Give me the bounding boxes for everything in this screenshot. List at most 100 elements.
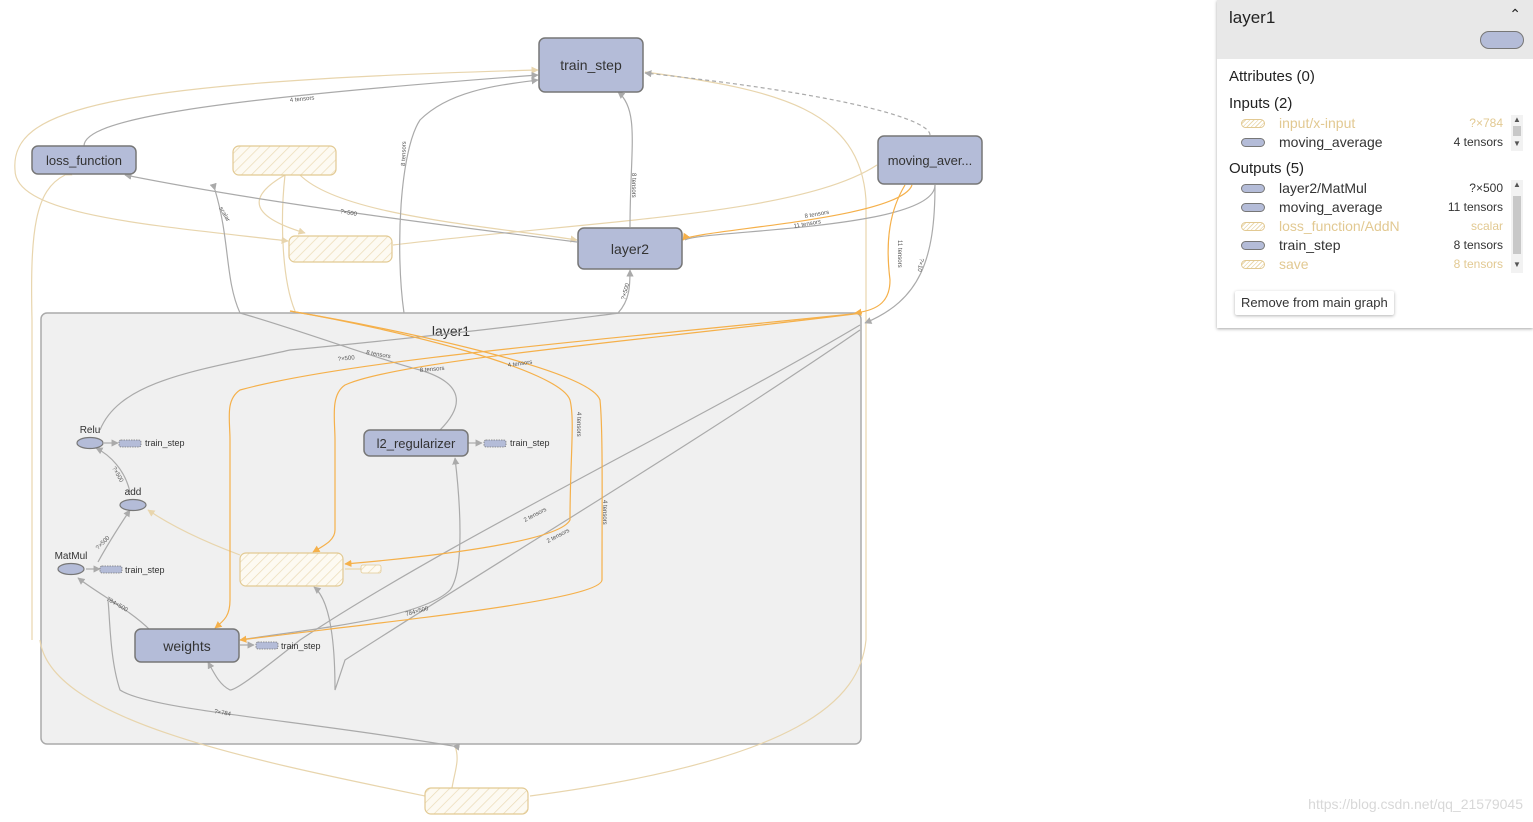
node-weights[interactable]: weights xyxy=(134,628,240,663)
stub-label: train_step xyxy=(281,641,321,651)
scroll-down-icon[interactable]: ▼ xyxy=(1513,260,1521,269)
hatched-node-bottom[interactable] xyxy=(424,787,529,815)
node-label: l2_regularizer xyxy=(377,436,456,451)
edge-label: 4 tensors xyxy=(507,360,532,369)
edge xyxy=(258,174,306,235)
edge-label: 8 tensors xyxy=(804,210,829,220)
edge xyxy=(95,447,131,493)
node-relu[interactable]: Relu xyxy=(76,425,104,450)
output-item[interactable]: loss_function/AddN scalar xyxy=(1241,218,1503,237)
node-train-step[interactable]: train_step xyxy=(538,37,644,93)
node-label: add xyxy=(125,487,142,498)
input-size: ?×784 xyxy=(1469,116,1503,130)
edge xyxy=(644,71,867,640)
watermark: https://blog.csdn.net/qq_21579045 xyxy=(1308,796,1523,812)
edge xyxy=(39,639,426,797)
node-layer2[interactable]: layer2 xyxy=(577,227,683,270)
output-name: moving_average xyxy=(1279,199,1383,215)
panel-header: layer1 ⌃ xyxy=(1217,0,1533,59)
outputs-heading[interactable]: Outputs (5) xyxy=(1229,160,1305,177)
control-stub-relu[interactable]: train_step xyxy=(118,438,185,448)
output-name: layer2/MatMul xyxy=(1279,180,1367,196)
output-item[interactable]: train_step 8 tensors xyxy=(1241,237,1503,256)
scroll-down-icon[interactable]: ▼ xyxy=(1513,139,1521,148)
output-item[interactable]: layer2/MatMul ?×500 xyxy=(1241,180,1503,199)
hatched-node-input[interactable] xyxy=(232,145,337,176)
edge xyxy=(147,509,241,556)
remove-from-main-graph-button[interactable]: Remove from main graph xyxy=(1235,291,1394,315)
node-label: loss_function xyxy=(46,153,122,168)
input-name: moving_average xyxy=(1279,134,1383,150)
edge-label: 8 tensors xyxy=(630,173,636,198)
edge xyxy=(31,168,73,640)
output-item[interactable]: save 8 tensors xyxy=(1241,256,1503,275)
node-loss-function[interactable]: loss_function xyxy=(31,145,137,175)
edge xyxy=(214,312,863,629)
input-size: 4 tensors xyxy=(1453,135,1503,149)
attributes-heading[interactable]: Attributes (0) xyxy=(1229,68,1315,85)
op-node-icon xyxy=(1241,203,1265,212)
panel-title: layer1 xyxy=(1229,8,1276,27)
edge-label: ?×500 xyxy=(621,282,631,300)
edge xyxy=(392,164,878,246)
scroll-up-icon[interactable]: ▲ xyxy=(1513,180,1521,189)
input-item[interactable]: input/x-input ?×784 xyxy=(1241,115,1503,134)
output-size: 11 tensors xyxy=(1447,200,1503,214)
edge xyxy=(529,639,867,797)
stub-label: train_step xyxy=(125,565,165,575)
node-add[interactable]: add xyxy=(119,487,147,512)
edge xyxy=(682,184,913,241)
edge xyxy=(312,312,863,553)
edge xyxy=(207,324,861,691)
scroll-thumb[interactable] xyxy=(1513,196,1521,254)
layer1-group[interactable]: layer1 xyxy=(40,312,862,745)
output-name: save xyxy=(1279,256,1309,272)
control-stub-l2[interactable]: train_step xyxy=(483,438,550,448)
input-item[interactable]: moving_average 4 tensors xyxy=(1241,134,1503,153)
hatched-node-save[interactable] xyxy=(288,235,393,263)
node-label: Relu xyxy=(80,425,101,436)
graph-edges xyxy=(14,66,936,797)
output-size: 8 tensors xyxy=(1453,238,1503,252)
node-label: layer2 xyxy=(611,241,649,257)
edge xyxy=(399,77,539,314)
output-name: train_step xyxy=(1279,237,1341,253)
output-item[interactable]: moving_average 11 tensors xyxy=(1241,199,1503,218)
hatched-node-icon xyxy=(1241,222,1265,231)
node-label: MatMul xyxy=(55,551,88,562)
edge xyxy=(14,66,539,171)
control-stub-matmul[interactable]: train_step xyxy=(99,565,165,575)
hatched-node-layer1-inner[interactable] xyxy=(239,552,344,587)
control-stub-weights[interactable]: train_step xyxy=(255,641,321,651)
edge-label: ?×784 xyxy=(214,709,232,718)
stub-label: train_step xyxy=(145,438,185,448)
edge xyxy=(209,182,241,314)
node-matmul[interactable]: MatMul xyxy=(55,551,88,576)
edge xyxy=(684,184,936,241)
inputs-heading[interactable]: Inputs (2) xyxy=(1229,95,1293,112)
edge xyxy=(864,184,936,324)
scroll-up-icon[interactable]: ▲ xyxy=(1513,115,1521,124)
chevron-up-icon[interactable]: ⌃ xyxy=(1509,6,1521,22)
edge xyxy=(107,599,460,751)
input-name: input/x-input xyxy=(1279,115,1356,131)
edge-label: 8 tensors xyxy=(366,350,391,360)
edge xyxy=(289,310,573,568)
edge-label: 8 tensors xyxy=(401,141,408,166)
edge xyxy=(299,174,578,243)
edge-label: ?×500 xyxy=(340,209,358,218)
node-info-panel: layer1 ⌃ Attributes (0) Inputs (2) input… xyxy=(1217,0,1533,328)
scroll-thumb[interactable] xyxy=(1513,126,1521,136)
node-moving-average[interactable]: moving_aver... xyxy=(877,135,983,185)
edge xyxy=(617,91,633,228)
edge xyxy=(239,457,461,641)
node-label: moving_aver... xyxy=(888,153,973,168)
node-l2-regularizer[interactable]: l2_regularizer xyxy=(363,429,469,457)
outputs-scrollbar[interactable]: ▲ ▼ xyxy=(1511,180,1523,273)
inputs-scrollbar[interactable]: ▲ ▼ xyxy=(1511,115,1523,151)
node-shape-icon xyxy=(1480,31,1524,49)
edge-label: 11 tensors xyxy=(793,219,821,230)
stub-label: train_step xyxy=(510,438,550,448)
edge xyxy=(644,70,931,136)
